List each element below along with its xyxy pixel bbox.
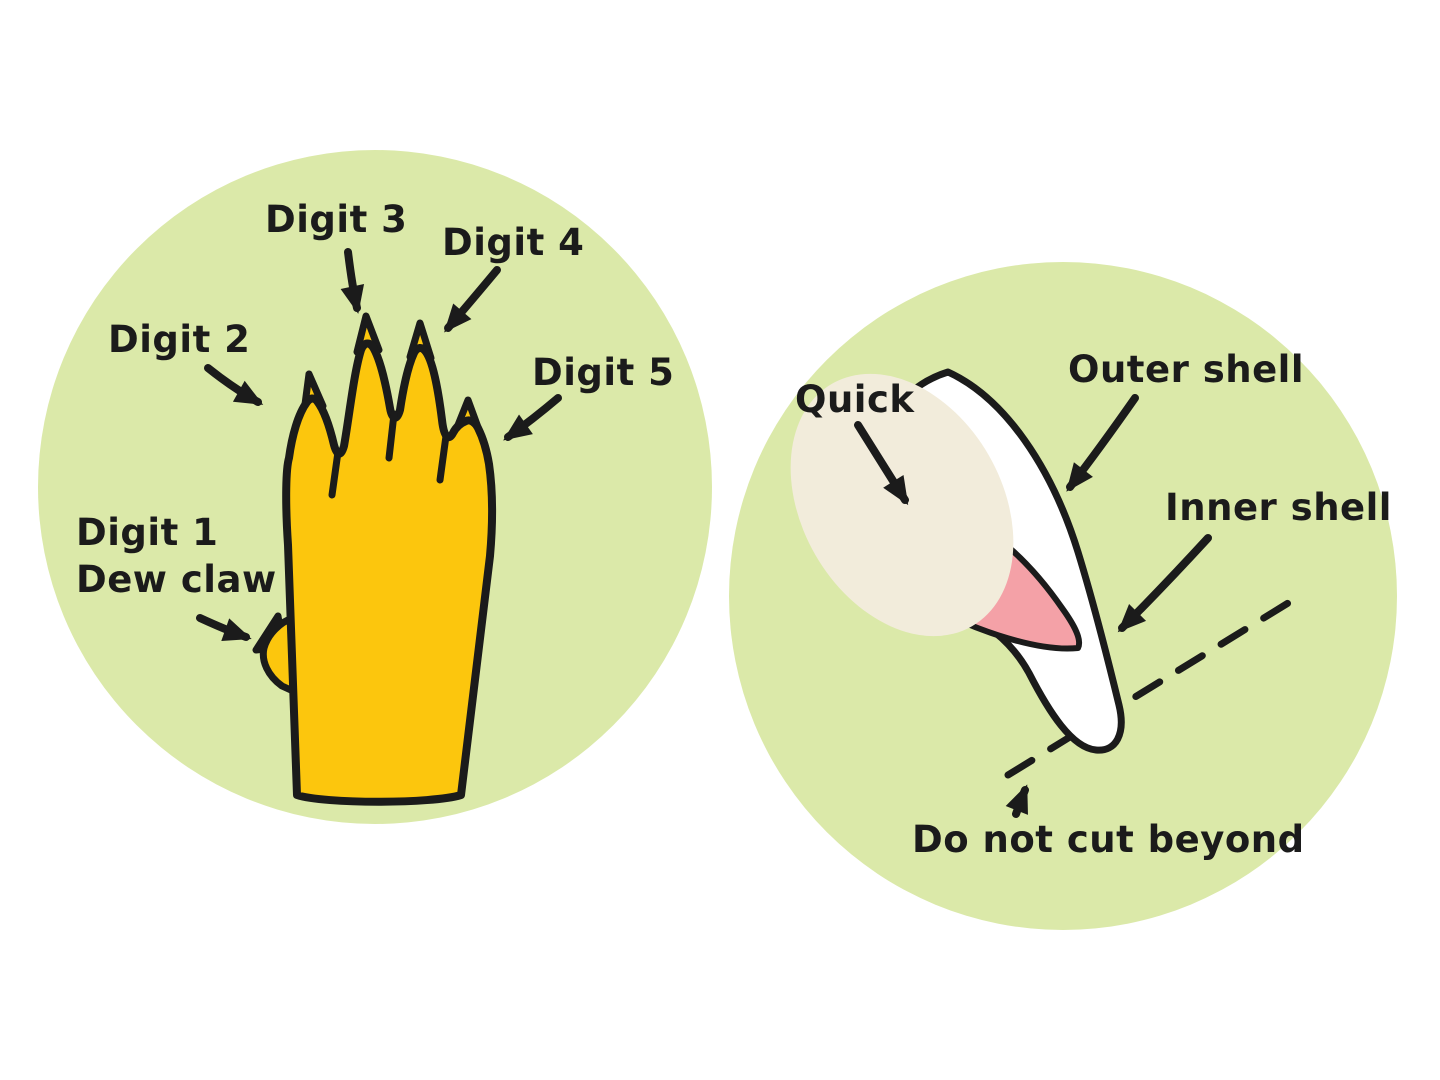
label-inner-shell: Inner shell (1165, 486, 1392, 529)
label-do-not-cut: Do not cut beyond (912, 818, 1305, 861)
label-outer-shell: Outer shell (1068, 348, 1304, 391)
toe-crease-line (328, 448, 342, 499)
label-digit-4: Digit 4 (442, 221, 584, 264)
digit-3-arrow (340, 248, 365, 314)
toe-crease-line (436, 432, 450, 484)
label-quick: Quick (795, 378, 915, 421)
do-not-cut-dashed-line (1004, 593, 1302, 779)
digit-4-arrow (444, 266, 501, 333)
dew-claw-arrow (196, 614, 252, 642)
label-digit-1: Digit 1 (76, 511, 218, 554)
nail-anatomy-panel: Quick Outer shell Inner shell Do not cut… (729, 262, 1397, 930)
label-dew-claw: Dew claw (76, 558, 277, 601)
label-digit-3: Digit 3 (265, 198, 407, 241)
toe-crease-line (385, 410, 398, 462)
paw-digits-panel: Digit 3 Digit 4 Digit 2 Digit 5 Digit 1 … (38, 150, 712, 824)
dew-claw-bump (259, 614, 297, 695)
do-not-cut-arrow (1005, 784, 1029, 818)
inner-shell-arrow (1117, 534, 1212, 633)
label-digit-5: Digit 5 (532, 351, 674, 394)
quick-arrow (854, 421, 909, 506)
digit-5-arrow (503, 394, 562, 441)
digit-2-arrow (204, 364, 264, 406)
outer-shell-arrow (1066, 394, 1139, 492)
label-digit-2: Digit 2 (108, 318, 250, 361)
